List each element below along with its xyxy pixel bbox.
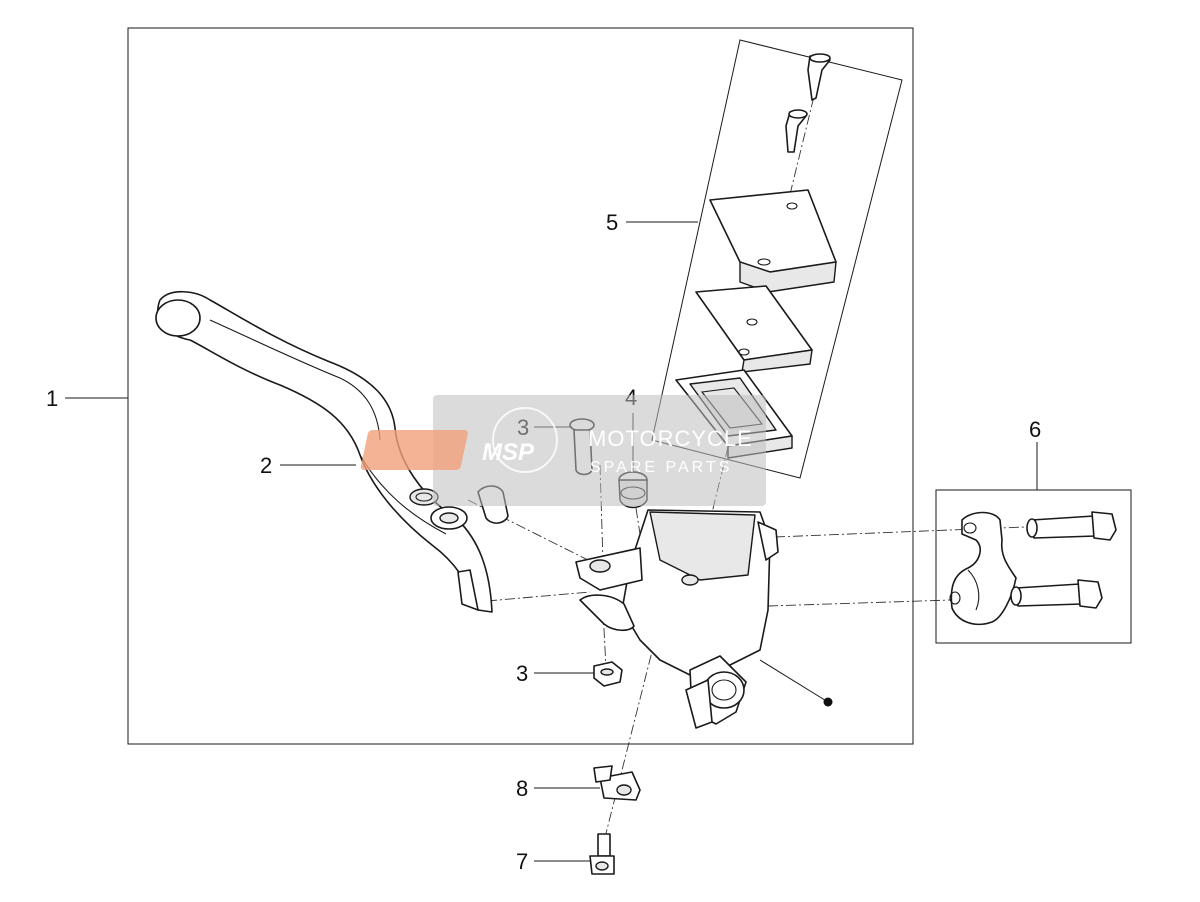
callout-8: 8	[516, 776, 528, 801]
reservoir-kit-panel	[651, 39, 903, 479]
callout-7: 7	[516, 849, 528, 874]
reservoir-cap	[709, 189, 837, 293]
brake-lever	[155, 290, 509, 613]
clamp-bolts	[1010, 511, 1117, 609]
watermark-line1: MOTORCYCLE	[588, 426, 753, 451]
handlebar-clamp	[949, 511, 1017, 626]
callout-6: 6	[1029, 417, 1041, 442]
callout-5: 5	[606, 210, 618, 235]
watermark: MSP MOTORCYCLE SPARE PARTS	[360, 395, 766, 506]
reservoir-screws	[785, 53, 831, 153]
callout-3-nut: 3	[516, 661, 528, 686]
master-cylinder-body	[575, 509, 779, 729]
assembly-frame	[127, 27, 914, 745]
nut	[593, 661, 623, 687]
brake-switch	[593, 765, 641, 801]
small-screw	[589, 833, 615, 875]
watermark-logo: MSP	[482, 439, 535, 466]
callout-1: 1	[46, 386, 58, 411]
reservoir-plate	[695, 285, 813, 373]
clamp-kit-box	[935, 489, 1132, 644]
reference-marker	[759, 659, 833, 707]
watermark-line2: SPARE PARTS	[590, 459, 732, 476]
callout-2: 2	[260, 453, 272, 478]
